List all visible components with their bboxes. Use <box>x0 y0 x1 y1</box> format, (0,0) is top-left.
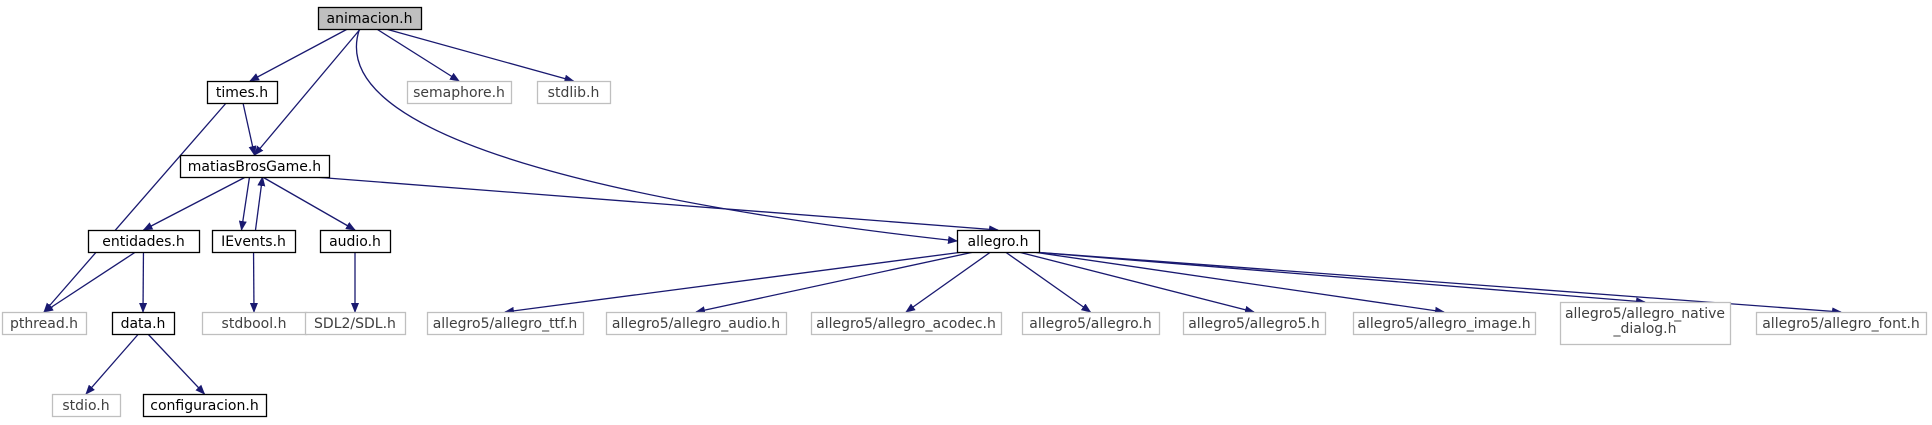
node-entidades-label: entidades.h <box>102 234 184 250</box>
node-aaudio-box <box>605 311 788 336</box>
edge-entidades-to-pthread <box>43 251 136 313</box>
node-entidades-box <box>87 229 201 254</box>
node-animacion[interactable]: animacion.h <box>317 6 423 31</box>
node-allegro-box <box>956 229 1041 254</box>
node-sdl-label: SDL2/SDL.h <box>314 316 396 332</box>
node-animacion-box <box>317 6 423 31</box>
node-ttf-box <box>426 311 585 336</box>
edge-times-to-pthread <box>43 102 227 313</box>
node-stdio-box <box>51 393 122 418</box>
node-native: allegro5/allegro_native_dialog.h <box>1559 301 1732 346</box>
node-pthread-label: pthread.h <box>10 316 78 332</box>
node-semaphore: semaphore.h <box>406 80 513 105</box>
node-allegro[interactable]: allegro.h <box>956 229 1041 254</box>
node-stdlib-box <box>536 80 612 105</box>
node-audio-label: audio.h <box>329 234 381 250</box>
node-data-box <box>111 311 176 336</box>
node-stdio-label: stdio.h <box>62 398 109 414</box>
node-acodec-label: allegro5/allegro_acodec.h <box>816 316 996 332</box>
edge-animacion-to-times <box>249 28 348 82</box>
edge-matias-to-ievents <box>238 176 251 231</box>
node-sdl-box <box>304 311 407 336</box>
edge-times-to-matias <box>242 102 257 156</box>
node-font: allegro5/allegro_font.h <box>1755 311 1928 336</box>
edge-matias-to-allegro <box>313 176 999 234</box>
node-native-box <box>1559 301 1732 346</box>
node-matias-label: matiasBrosGame.h <box>188 159 321 175</box>
node-times[interactable]: times.h <box>206 80 279 105</box>
node-config-box <box>142 393 268 418</box>
node-image-label: allegro5/allegro_image.h <box>1357 316 1530 332</box>
node-entidades[interactable]: entidades.h <box>87 229 201 254</box>
node-stdbool: stdbool.h <box>201 311 308 336</box>
node-semaphore-label: semaphore.h <box>413 85 505 101</box>
edge-allegro-to-ttf <box>504 251 964 315</box>
node-audio[interactable]: audio.h <box>319 229 392 254</box>
node-stdlib-label: stdlib.h <box>548 85 600 101</box>
node-allegro-label: allegro.h <box>968 234 1029 250</box>
node-matias-box <box>179 154 331 179</box>
edge-matias-to-audio <box>262 176 356 231</box>
node-allegro5-box <box>1182 311 1327 336</box>
node-times-label: times.h <box>216 85 268 101</box>
node-config-label: configuracion.h <box>150 398 258 414</box>
node-data[interactable]: data.h <box>111 311 176 336</box>
edge-allegro-to-a5allegro <box>1005 251 1092 313</box>
node-audio-box <box>319 229 392 254</box>
node-matias[interactable]: matiasBrosGame.h <box>179 154 331 179</box>
edge-allegro-to-aaudio <box>695 251 974 315</box>
node-pthread: pthread.h <box>1 311 88 336</box>
node-ievents-box <box>211 229 297 254</box>
edge-ievents-to-matias <box>254 176 266 231</box>
node-allegro5-label: allegro5/allegro5.h <box>1188 316 1320 332</box>
edge-allegro-to-image <box>1032 251 1445 315</box>
node-font-label: allegro5/allegro_font.h <box>1762 316 1920 332</box>
node-stdio: stdio.h <box>51 393 122 418</box>
node-ievents[interactable]: IEvents.h <box>211 229 297 254</box>
edge-allegro-to-allegro5 <box>1018 251 1255 314</box>
node-ttf: allegro5/allegro_ttf.h <box>426 311 585 336</box>
node-sdl: SDL2/SDL.h <box>304 311 407 336</box>
node-stdbool-label: stdbool.h <box>222 316 287 332</box>
edge-animacion-to-allegro <box>356 28 958 244</box>
node-acodec: allegro5/allegro_acodec.h <box>810 311 1003 336</box>
node-acodec-box <box>810 311 1003 336</box>
node-semaphore-box <box>406 80 513 105</box>
edge-matias-to-entidades <box>142 176 246 231</box>
node-ttf-label: allegro5/allegro_ttf.h <box>433 316 578 332</box>
node-a5allegro-box <box>1021 311 1161 336</box>
node-aaudio: allegro5/allegro_audio.h <box>605 311 788 336</box>
node-allegro5: allegro5/allegro5.h <box>1182 311 1327 336</box>
node-ievents-label: IEvents.h <box>221 234 286 250</box>
edge-animacion-to-matias <box>253 28 361 156</box>
edge-data-to-config <box>147 333 206 395</box>
edge-allegro-to-acodec <box>905 251 992 313</box>
node-animacion-label: animacion.h <box>327 11 413 27</box>
edge-data-to-stdio <box>85 333 139 395</box>
node-font-box <box>1755 311 1928 336</box>
node-native-label: allegro5/allegro_native_dialog.h <box>1565 306 1725 337</box>
node-aaudio-label: allegro5/allegro_audio.h <box>612 316 780 332</box>
node-stdlib: stdlib.h <box>536 80 612 105</box>
node-times-box <box>206 80 279 105</box>
edge-animacion-to-stdlib <box>385 28 575 83</box>
node-a5allegro: allegro5/allegro.h <box>1021 311 1161 336</box>
node-image: allegro5/allegro_image.h <box>1352 311 1537 336</box>
node-image-box <box>1352 311 1537 336</box>
node-data-label: data.h <box>121 316 166 332</box>
edge-allegro-to-native <box>1032 251 1646 306</box>
node-a5allegro-label: allegro5/allegro.h <box>1029 316 1151 332</box>
node-config[interactable]: configuracion.h <box>142 393 268 418</box>
node-pthread-box <box>1 311 88 336</box>
edge-animacion-to-semaphore <box>376 28 460 82</box>
